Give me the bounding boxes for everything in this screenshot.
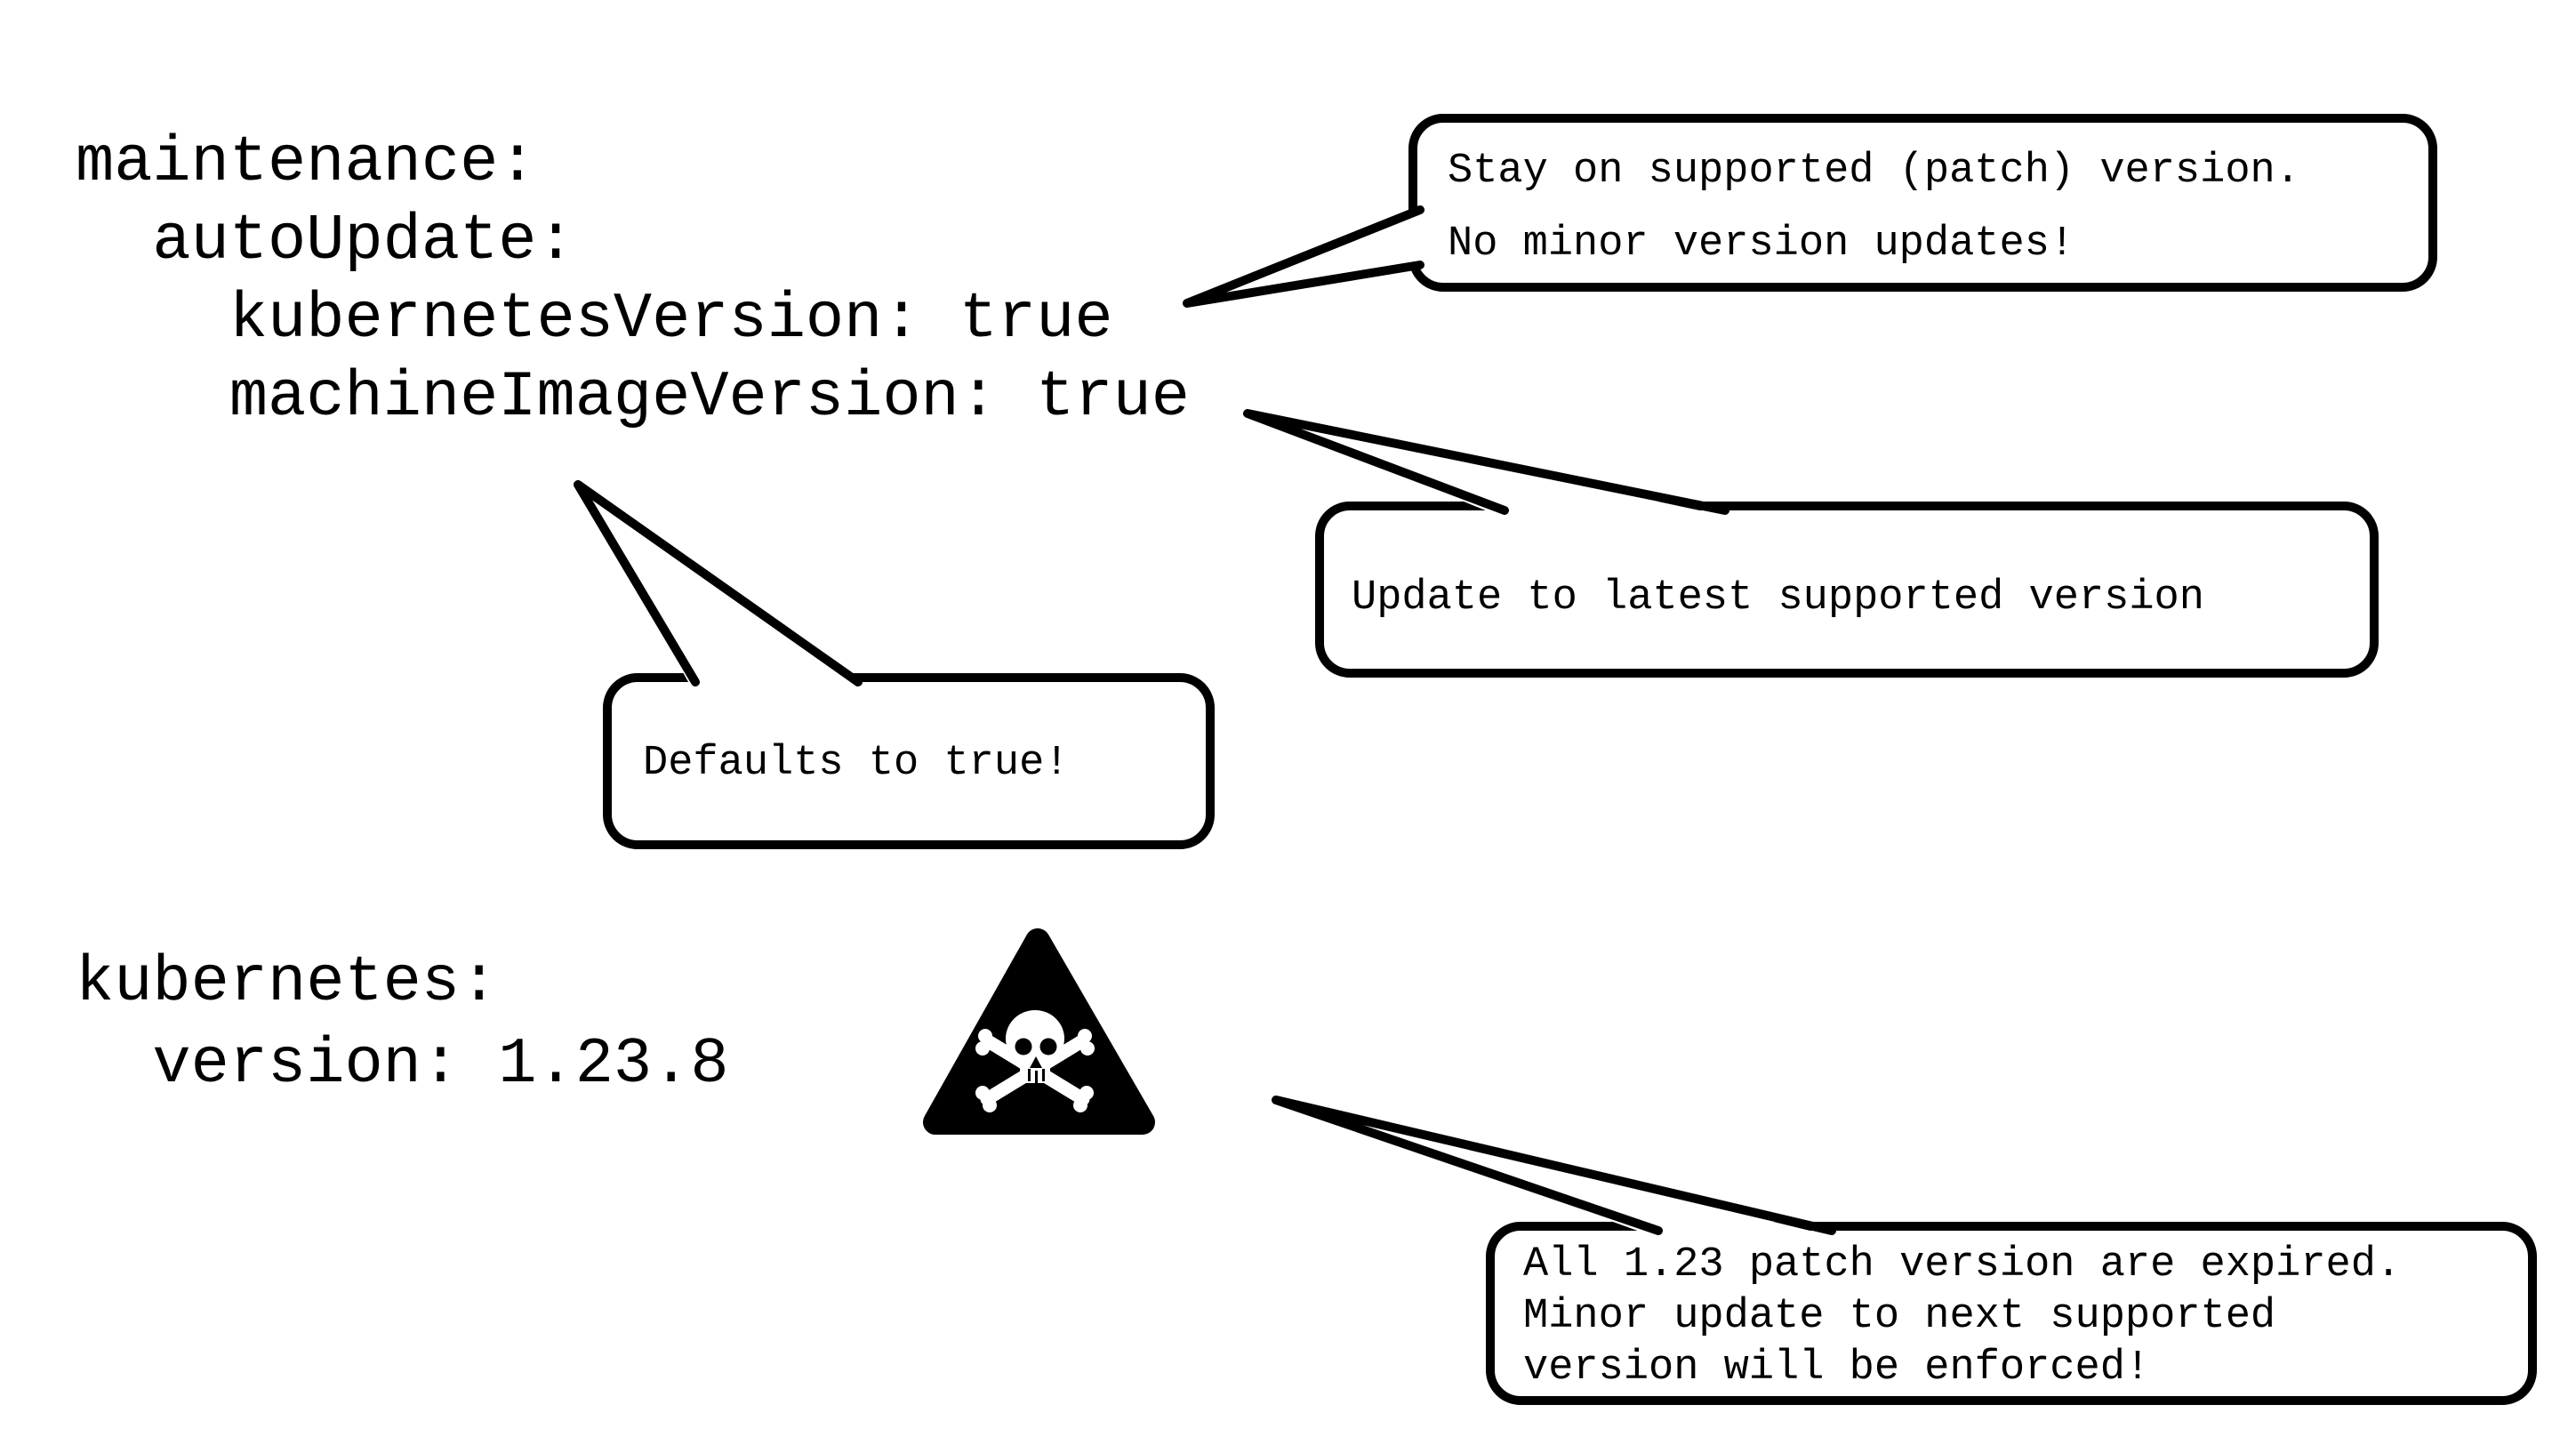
speech-bubble-stay-on-patch [1183, 114, 2437, 308]
yaml-line-machine-image-version: machineImageVersion: true [76, 361, 1191, 434]
yaml-line-autoupdate: autoUpdate: [76, 205, 575, 277]
yaml-line-version-1238: version: 1.23.8 [76, 1028, 729, 1101]
callout-line: Minor update to next supported [1523, 1293, 2276, 1340]
callout-line: Stay on supported (patch) version. [1448, 148, 2300, 195]
yaml-line-maintenance: maintenance: [76, 126, 537, 199]
callout-line: Update to latest supported version [1352, 574, 2204, 622]
speech-bubble-expired-enforced [1272, 1096, 2537, 1405]
speech-bubble-defaults-true [574, 480, 1215, 849]
speech-bubble-update-latest [1243, 409, 2379, 678]
callout-line: All 1.23 patch version are expired. [1523, 1241, 2402, 1288]
callout-line: Defaults to true! [643, 740, 1070, 787]
skull-crossbones-warning-icon [923, 928, 1155, 1135]
callout-line: version will be enforced! [1523, 1345, 2151, 1392]
callout-line: No minor version updates! [1448, 221, 2075, 268]
yaml-line-kubernetes: kubernetes: [76, 946, 499, 1019]
yaml-line-kubernetes-version: kubernetesVersion: true [76, 283, 1113, 356]
